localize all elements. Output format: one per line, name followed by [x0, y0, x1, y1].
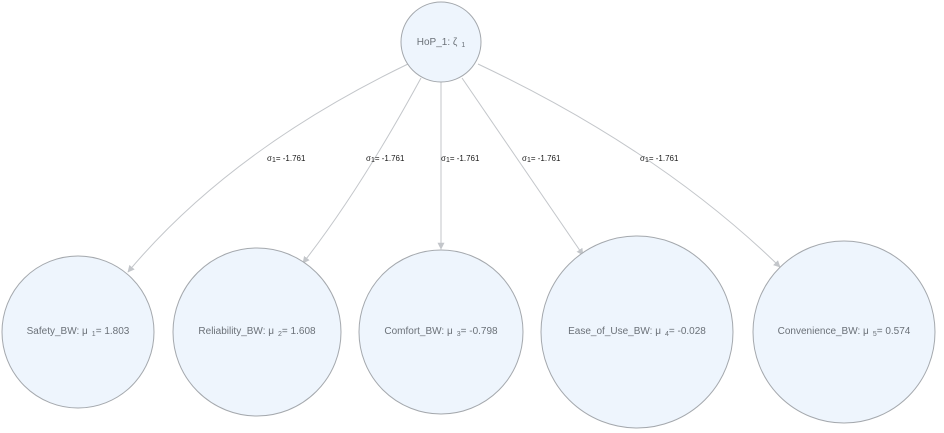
node-comfort-name: Comfort_BW: μ — [384, 326, 453, 337]
node-ease-of-use-label: Ease_of_Use_BW: μ 4= -0.028 — [568, 326, 706, 338]
sigma-symbol: σ — [640, 154, 645, 163]
edge-value: = -1.761 — [531, 154, 561, 163]
node-comfort-subscript: 3 — [457, 331, 461, 338]
node-comfort: Comfort_BW: μ 3= -0.798 — [358, 249, 524, 415]
node-reliability-subscript: 2 — [278, 331, 282, 338]
node-reliability-circle — [172, 247, 342, 417]
node-reliability-name: Reliability_BW: μ — [198, 326, 274, 337]
edge-label-comfort: σ1= -1.761 — [441, 154, 480, 164]
edge-value: = -1.761 — [375, 154, 405, 163]
sigma-subscript: 1 — [371, 157, 375, 164]
sigma-subscript: 1 — [272, 157, 276, 164]
node-ease-of-use-value: = -0.028 — [669, 326, 706, 337]
node-convenience-label: Convenience_BW: μ 5= 0.574 — [778, 326, 911, 338]
edge-root-to-convenience — [477, 63, 781, 268]
node-convenience-value: = 0.574 — [877, 326, 911, 337]
node-root-circle — [400, 1, 482, 83]
node-convenience-subscript: 5 — [873, 331, 877, 338]
node-reliability-value: = 1.608 — [282, 326, 316, 337]
node-comfort-label: Comfort_BW: μ 3= -0.798 — [384, 326, 498, 338]
node-safety-circle — [1, 255, 155, 409]
node-reliability-label: Reliability_BW: μ 2= 1.608 — [198, 326, 316, 338]
node-safety-value: = 1.803 — [96, 326, 130, 337]
edge-label-ease-of-use: σ1= -1.761 — [522, 154, 561, 164]
node-safety-label: Safety_BW: μ 1= 1.803 — [27, 326, 130, 338]
node-convenience-circle — [752, 240, 936, 424]
node-convenience: Convenience_BW: μ 5= 0.574 — [752, 240, 936, 424]
node-ease-of-use-subscript: 4 — [665, 331, 669, 338]
node-root-subscript: 1 — [461, 42, 465, 49]
sigma-subscript: 1 — [527, 157, 531, 164]
sigma-symbol: σ — [441, 154, 446, 163]
edge-root-to-reliability — [302, 77, 422, 264]
node-comfort-circle — [358, 249, 524, 415]
edges — [127, 63, 781, 273]
edge-label-convenience: σ1= -1.761 — [640, 154, 679, 164]
node-ease-of-use-circle — [540, 235, 734, 429]
edge-root-to-ease-of-use — [461, 77, 584, 256]
edge-value: = -1.761 — [450, 154, 480, 163]
sigma-subscript: 1 — [645, 157, 649, 164]
node-root-name: HoP_1: ζ — [417, 37, 458, 48]
edge-label-safety: σ1= -1.761 — [267, 154, 306, 164]
edge-label-reliability: σ1= -1.761 — [366, 154, 405, 164]
edge-value: = -1.761 — [276, 154, 306, 163]
edge-value: = -1.761 — [649, 154, 679, 163]
sigma-symbol: σ — [522, 154, 527, 163]
node-safety: Safety_BW: μ 1= 1.803 — [1, 255, 155, 409]
sigma-subscript: 1 — [446, 157, 450, 164]
node-safety-subscript: 1 — [92, 331, 96, 338]
sigma-symbol: σ — [267, 154, 272, 163]
node-comfort-value: = -0.798 — [461, 326, 498, 337]
node-ease-of-use-name: Ease_of_Use_BW: μ — [568, 326, 661, 337]
edge-root-to-safety — [127, 63, 409, 273]
node-convenience-name: Convenience_BW: μ — [778, 326, 869, 337]
edge-labels: σ1= -1.761 σ1= -1.761 σ1= -1.761 σ1= -1.… — [267, 154, 679, 164]
node-reliability: Reliability_BW: μ 2= 1.608 — [172, 247, 342, 417]
node-ease-of-use: Ease_of_Use_BW: μ 4= -0.028 — [540, 235, 734, 429]
node-safety-name: Safety_BW: μ — [27, 326, 88, 337]
sigma-symbol: σ — [366, 154, 371, 163]
